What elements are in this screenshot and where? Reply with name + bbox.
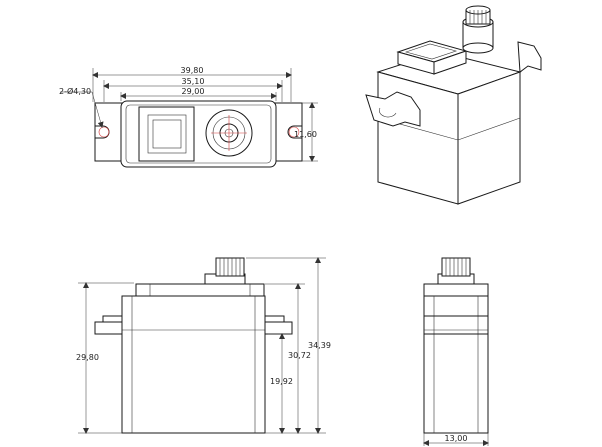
isometric-view [365,5,542,205]
right-slot [287,125,302,139]
dim-body-label: 29,00 [182,87,205,96]
iso-right-ear [517,41,542,73]
left-hole-circle [98,126,110,138]
top-view-output-gear [205,109,253,157]
top-view-square-boss [138,106,195,162]
dim-height-label: 11,60 [294,130,317,139]
top-view: 39,80 35,10 29,00 2-Ø4,30 11,60 [59,66,318,168]
side-view-body [423,295,489,434]
dim-ear-height-label: 19,92 [270,377,293,386]
iso-right-face [457,71,521,205]
iso-left-ear [365,91,421,127]
side-view-ear-band [423,315,489,335]
dim-body-height-label: 29,80 [76,353,99,362]
top-view-body [120,100,277,168]
side-view-spline [441,257,471,277]
side-view: 13,00 [423,257,489,446]
front-view-left-ear [94,321,123,335]
front-view: 29,80 19,92 30,72 34,39 [76,257,331,434]
front-view-body [121,295,266,434]
front-view-spline [215,257,245,277]
dim-width-label: 13,00 [445,434,468,443]
dim-total-height-label: 34,39 [308,341,331,350]
dim-top-height-label: 30,72 [288,351,311,360]
front-view-right-ear [264,321,293,335]
right-hole-circle [288,126,300,138]
dim-mount-holes-label: 35,10 [182,77,205,86]
iso-front-face [377,71,459,205]
dim-hole-diameter-label: 2-Ø4,30 [59,86,91,96]
dim-overall-label: 39,80 [181,66,204,75]
